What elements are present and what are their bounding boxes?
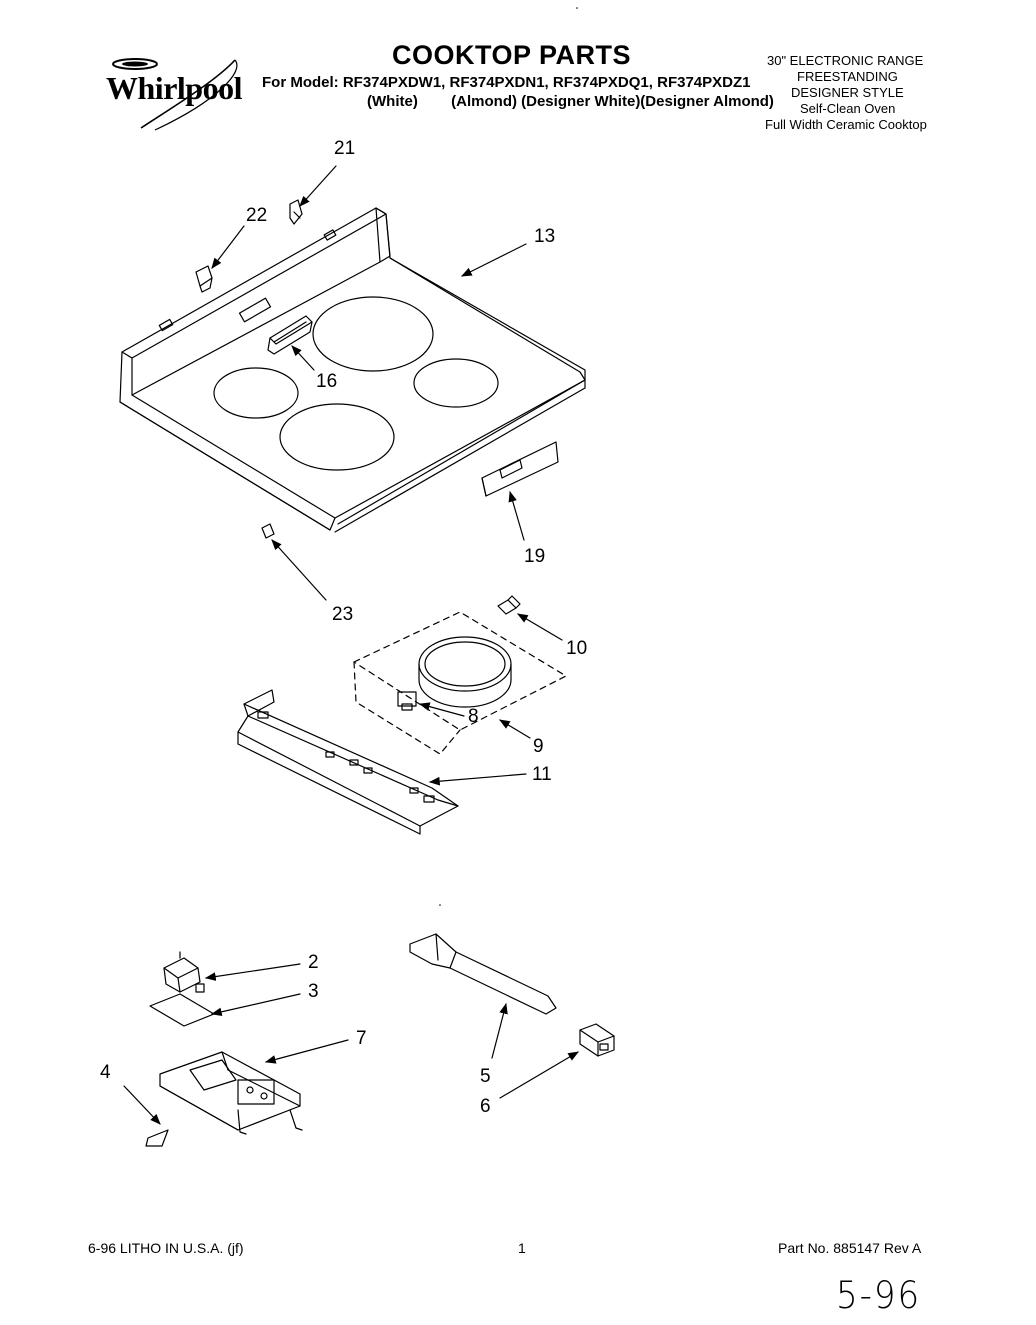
brand-logo: Whirlpool (106, 70, 242, 106)
callout-13: 13 (534, 226, 556, 247)
spec-line: Full Width Ceramic Cooktop (765, 117, 927, 132)
part-7-switch-housing (159, 1051, 303, 1135)
callout-11: 11 (532, 764, 552, 785)
callout-10: 10 (566, 638, 588, 659)
callout-2: 2 (308, 952, 319, 973)
callout-8: 8 (468, 706, 479, 727)
callout-23: 23 (332, 604, 354, 625)
spec-line: FREESTANDING (797, 69, 898, 84)
litho-note: 6-96 LITHO IN U.S.A. (jf) (88, 1240, 244, 1256)
callout-9: 9 (533, 736, 544, 757)
part-16-bracket (267, 315, 313, 355)
handwritten-date: 5-96 (836, 1274, 922, 1318)
callout-19: 19 (524, 546, 546, 567)
part-23-clip (261, 523, 275, 539)
part-13-cooktop-panel (119, 207, 586, 533)
part-6-block (579, 1023, 615, 1057)
spec-line: 30" ELECTRONIC RANGE (767, 53, 924, 68)
part-number: Part No. 885147 Rev A (778, 1240, 922, 1256)
part-22-clip (195, 265, 213, 293)
callout-21: 21 (334, 138, 356, 159)
part-9-element-assembly-outline (353, 611, 567, 755)
part-21-clip (289, 199, 303, 225)
model-colors: (White) (Almond) (Designer White)(Design… (367, 93, 774, 110)
part-8-heating-element (397, 636, 512, 711)
callout-7: 7 (356, 1028, 367, 1049)
callout-leader-lines (123, 165, 579, 1125)
callout-4: 4 (100, 1062, 111, 1083)
part-5-strap (409, 933, 557, 1015)
whirlpool-logo-swirl-icon (112, 58, 238, 131)
page-number: 1 (518, 1240, 526, 1256)
part-10-clip (497, 595, 521, 615)
part-4-plate (145, 1129, 169, 1147)
model-numbers: For Model: RF374PXDW1, RF374PXDN1, RF374… (262, 74, 751, 91)
part-11-support-bracket (237, 689, 459, 835)
callout-22: 22 (246, 205, 268, 226)
part-3-insulator (149, 993, 215, 1027)
callout-6: 6 (480, 1096, 491, 1117)
part-19-trim (481, 441, 559, 497)
part-2-switch (163, 951, 205, 993)
page-title: COOKTOP PARTS (392, 40, 632, 70)
spec-line: DESIGNER STYLE (791, 85, 904, 100)
callout-3: 3 (308, 981, 319, 1002)
callout-5: 5 (480, 1066, 491, 1087)
callout-16: 16 (316, 371, 338, 392)
spec-line: Self-Clean Oven (800, 101, 896, 116)
